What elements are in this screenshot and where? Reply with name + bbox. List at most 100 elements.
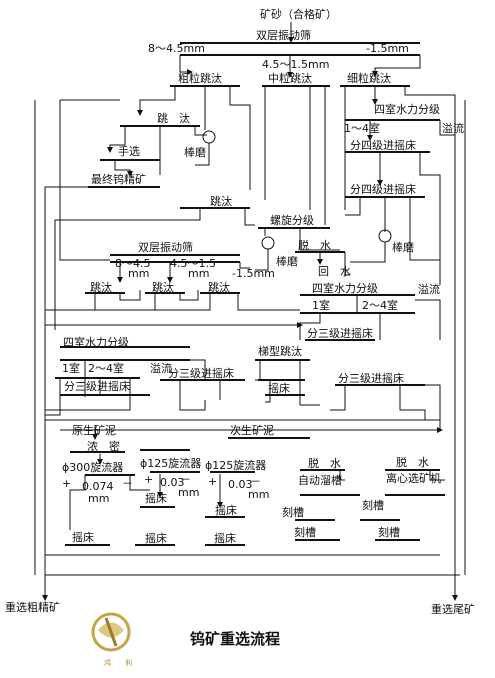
flow-line (54, 208, 201, 330)
flow-line (44, 186, 88, 575)
flow-line (237, 293, 300, 311)
flow-line (155, 293, 211, 311)
minus-c-label: － (250, 475, 261, 488)
size-45-15-label: 4.5～1.5 (170, 257, 216, 270)
flow-line (345, 197, 361, 216)
mm-e-label: mm (248, 488, 270, 501)
gravity-rough-concentrate-label: 重选粗精矿 (5, 601, 60, 614)
plus-c-label: + (208, 475, 218, 488)
mm-a-label: mm (128, 267, 150, 280)
ladder-jig-label: 梯型跳汰 (258, 345, 302, 358)
jig-c3-label: 跳汰 (208, 281, 230, 294)
flow-line (372, 55, 421, 77)
plus-a-label: + (62, 477, 72, 490)
flow-line (129, 475, 150, 491)
flow-line (299, 380, 320, 406)
flow-line (239, 262, 250, 269)
four-chamber-a-label: 四室水力分级 (374, 103, 440, 116)
flow-line (399, 385, 426, 420)
auto-chute-label: 自动溜槽 (298, 474, 342, 487)
mm-c-label: mm (88, 492, 110, 505)
carve-a-label: 刻槽 (282, 506, 304, 519)
carve-d-label: 刻槽 (378, 526, 400, 539)
logo-text: 鸿 利 (104, 659, 139, 667)
flow-line (45, 378, 131, 411)
flow-line (419, 152, 441, 285)
final-concentrate-label: 最终钨精矿 (91, 173, 146, 186)
carve-b-label: 刻槽 (362, 499, 384, 512)
flow-line (344, 252, 350, 276)
jig-c1-label: 跳汰 (90, 281, 112, 294)
flow-line (179, 380, 206, 411)
jig-b-label: 跳汰 (210, 195, 232, 208)
secondary-slime-label: 次生矿泥 (230, 424, 274, 437)
flow-line (45, 378, 61, 416)
shaker-c-label: 摇床 (215, 504, 237, 517)
chamber-2-4-c-label: 2～4室 (88, 362, 124, 375)
cyclone-125-a-label: ϕ125旋流器 (140, 457, 202, 470)
chamber-2-4-b-label: 2～4室 (362, 299, 398, 312)
rod-mill-b-label: 棒磨 (276, 255, 298, 268)
shaker-f-label: 摇床 (214, 532, 236, 545)
thicken-label: 浓 密 (87, 440, 120, 453)
chamber-1-b-label: 1室 (312, 299, 330, 312)
minus-a-label: － (122, 477, 133, 490)
flow-line (229, 86, 251, 190)
tabling-3-a-label: 分三级进摇床 (307, 327, 373, 340)
flow-line (179, 55, 193, 75)
chamber-1-4-label: 1～4室 (344, 122, 380, 135)
cyclone-300-label: ϕ300旋流器 (62, 461, 124, 474)
flow-line (299, 313, 321, 340)
flow-line (59, 100, 110, 261)
flow-line (45, 293, 96, 311)
flow-line (415, 299, 441, 340)
centrifugal-chute-label: 离心选矿机 (386, 472, 441, 485)
overflow-c-label: 溢流 (150, 362, 172, 375)
company-logo (91, 612, 131, 652)
jig-a-label: 跳 汰 (157, 112, 190, 125)
flow-line (439, 120, 455, 136)
flow-line (330, 385, 346, 411)
overflow-a-label: 溢流 (442, 122, 464, 135)
flow-line (114, 160, 133, 177)
flow-line (299, 360, 305, 381)
chamber-1-c-label: 1室 (62, 362, 80, 375)
flow-line (265, 380, 271, 403)
coarse-jig-label: 粗粒跳汰 (178, 72, 222, 85)
size-medium-label: 4.5～1.5mm (262, 58, 330, 71)
flow-line (255, 360, 261, 381)
feed-label: 矿砂（合格矿） (260, 8, 337, 21)
return-water-label: 回 水 (318, 265, 351, 278)
hand-pick-label: 手选 (118, 145, 140, 158)
flow-line (404, 86, 456, 600)
fine-jig-label: 细粒跳汰 (347, 72, 391, 85)
flow-line (244, 208, 255, 226)
rod-mill-symbol (261, 236, 275, 250)
double-screen-mid-label: 双层振动筛 (138, 241, 193, 254)
four-chamber-b-label: 四室水力分级 (312, 282, 378, 295)
flow-line (119, 290, 141, 301)
overflow-b-label: 溢流 (418, 283, 440, 296)
flow-line (195, 143, 210, 166)
plus-b-label: + (144, 473, 154, 486)
shaker-b-label: 摇床 (145, 492, 167, 505)
tabling-4-b-label: 分四级进摇床 (350, 183, 416, 196)
size-003-b-label: 0.03 (228, 478, 253, 491)
size-m15-label: -1.5mm (232, 267, 275, 280)
flow-line (425, 384, 441, 430)
flow-line (137, 86, 176, 116)
rod-mill-c-label: 棒磨 (392, 241, 414, 254)
flow-line (190, 359, 206, 380)
diagram-caption: 钨矿重选流程 (190, 630, 281, 648)
size-8-45-label: 8～4.5 (115, 257, 151, 270)
gravity-tailings-label: 重选尾矿 (431, 603, 475, 616)
tabling-3-c-label: 分三级进摇床 (168, 367, 234, 380)
mm-d-label: mm (178, 486, 200, 499)
size-003-a-label: 0.03 (160, 476, 185, 489)
size-fine-label: -1.5mm (366, 42, 409, 55)
flow-line (429, 470, 445, 481)
flow-line (299, 228, 340, 251)
rod-mill-symbol (202, 130, 216, 144)
carve-c-label: 刻槽 (294, 526, 316, 539)
